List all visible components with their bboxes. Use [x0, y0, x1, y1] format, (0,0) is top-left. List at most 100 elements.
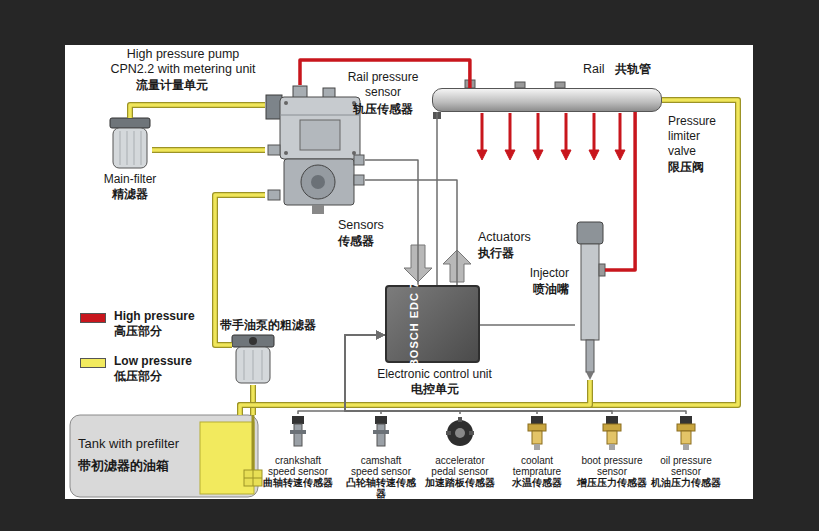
node-label: camshaft speed sensor	[346, 455, 416, 477]
arrow-head	[376, 330, 385, 339]
injector-unit: Injector喷油嘴	[575, 220, 605, 380]
filter-cap	[232, 335, 274, 347]
brass-sensor-icon	[528, 416, 546, 450]
pump-base	[284, 159, 354, 205]
injector-nozzle	[586, 340, 594, 372]
sensor-thread	[681, 431, 691, 444]
node-label: 喷油嘴	[511, 282, 569, 297]
low-pressure-line	[240, 380, 590, 415]
line-outline	[250, 385, 256, 415]
tank-shell	[70, 415, 258, 497]
sensor-unit: camshaft speed sensor凸轮轴转速传感器	[346, 414, 416, 499]
inlet-fitting	[268, 145, 280, 155]
prefilter	[244, 470, 262, 486]
side-fitting	[354, 175, 364, 185]
sensor-hex	[528, 424, 546, 431]
outlet-fitting	[293, 86, 307, 98]
pump-cover	[300, 120, 340, 150]
legend-swatch	[80, 313, 106, 323]
sensor-unit: accelerator pedal sensor加速踏板传感器	[425, 414, 495, 488]
low-pressure-line	[240, 100, 738, 415]
brass-sensor-icon	[677, 416, 695, 450]
filter-rib	[120, 131, 121, 165]
tank-drawing	[70, 415, 262, 497]
legend-text: Low pressure 低压部分	[114, 354, 198, 384]
line-outline	[240, 100, 738, 415]
node-label: boot pressure sensor	[577, 455, 647, 477]
white-panel	[65, 45, 753, 499]
sensor-thread	[532, 431, 542, 444]
drive-shaft	[312, 205, 324, 214]
arrow-head	[533, 150, 543, 160]
pedal-tooth	[446, 431, 451, 435]
bolt	[352, 151, 356, 155]
node-label: 凸轮轴转速传感器	[346, 477, 416, 499]
line-body	[605, 112, 635, 270]
callout-label: 限压阀	[668, 160, 728, 175]
pressure-line	[593, 113, 596, 150]
common-rail: Rail共轨管	[432, 88, 662, 112]
side-fitting	[354, 155, 364, 165]
node-label: 带手油泵的粗滤器	[220, 318, 324, 333]
node-label: BOSCH EDC 7	[407, 281, 422, 367]
filter-rib	[244, 350, 245, 380]
callout-label: Rail pressure sensor	[338, 70, 428, 100]
filter-rib	[141, 131, 142, 165]
sensor-icon	[290, 416, 306, 446]
line-body	[251, 385, 255, 415]
sensor-tip	[534, 444, 540, 450]
arrow-head	[376, 330, 385, 339]
sensor-plug	[375, 416, 387, 424]
arrow-head	[376, 330, 385, 339]
nozzle-tip	[586, 372, 594, 380]
arrow-head	[561, 150, 571, 160]
callout-label: Pressure limiter valve	[668, 114, 728, 159]
filter-unit: Main-filter精滤器	[108, 118, 152, 170]
high-pressure-line	[605, 112, 635, 270]
node-label: Tank with prefilter	[78, 435, 202, 452]
callout-label: 传感器	[338, 234, 398, 249]
low-pressure-line	[130, 105, 265, 118]
signal-wire	[480, 325, 575, 326]
injector-head	[577, 222, 603, 244]
node-label: Rail	[583, 62, 613, 77]
line-outline	[130, 105, 265, 118]
arrow-head	[376, 330, 385, 339]
line-outline	[152, 147, 265, 153]
low-pressure-line	[253, 385, 254, 415]
pedal-tooth	[469, 431, 474, 435]
arrow-head	[589, 150, 599, 160]
housing-line	[280, 115, 360, 116]
sensor-icon	[373, 416, 389, 446]
callout-label: 执行器	[478, 246, 538, 261]
prefilter-mesh	[253, 470, 254, 486]
pedal-disc	[447, 420, 473, 446]
injector-inlet	[599, 264, 605, 276]
sensor-tip	[609, 444, 615, 450]
line-outline	[240, 380, 590, 415]
filter-body	[113, 128, 147, 168]
callout-label: 轨压传感器	[338, 102, 428, 117]
callout-label: Sensors	[338, 218, 398, 233]
control-unit: BOSCH EDC 7Electronic control unit电控单元	[385, 285, 480, 363]
filter-cap	[110, 118, 150, 128]
sensor-body	[377, 424, 385, 446]
filter-rib	[134, 131, 135, 165]
sensor-flange	[373, 430, 389, 434]
pressure-line	[537, 113, 540, 150]
sensor-unit: oil pressure sensor机油压力传感器	[651, 414, 721, 488]
signal-wire	[298, 330, 385, 414]
hand-pump	[249, 337, 257, 345]
sensor-hex	[677, 424, 695, 431]
line-body	[152, 148, 265, 152]
legend-text: High pressure 高压部分	[114, 309, 198, 339]
line-body	[436, 112, 438, 285]
sensor-plug	[680, 416, 692, 424]
arrow-head	[615, 150, 625, 160]
line-body	[365, 180, 457, 285]
node-label: Main-filter	[94, 172, 166, 187]
line-body	[298, 335, 385, 414]
filter-body	[236, 347, 270, 383]
line-body	[240, 100, 738, 415]
sensor-hex	[603, 424, 621, 431]
